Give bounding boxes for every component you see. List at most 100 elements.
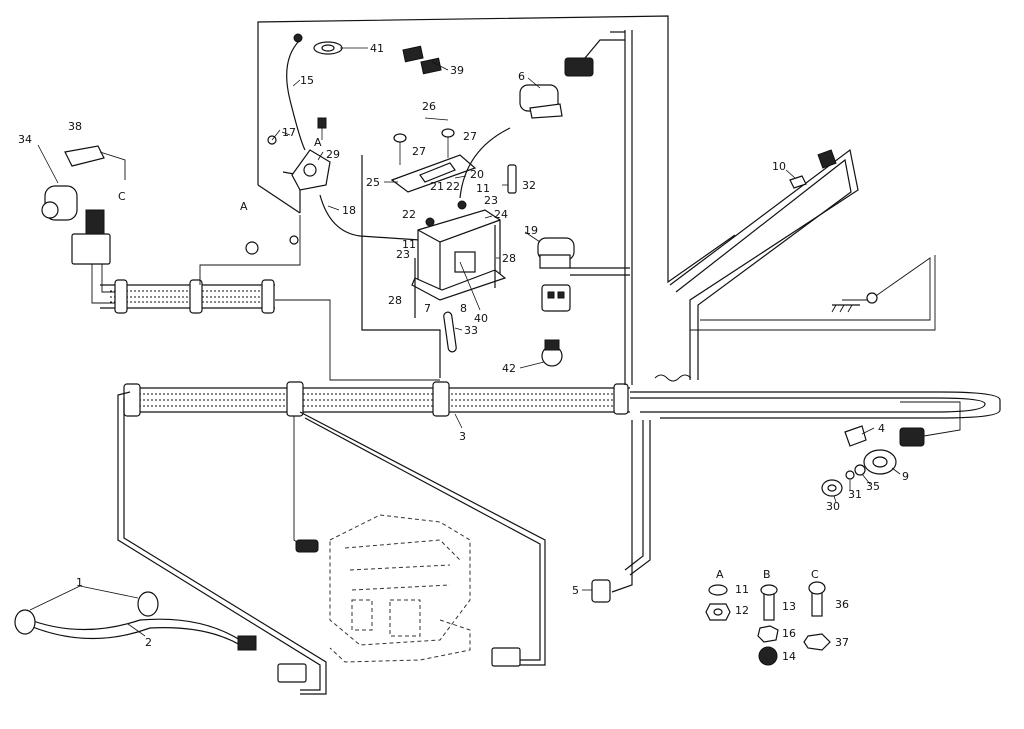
ignition-switch — [821, 425, 925, 497]
hw-part-14: 14 — [782, 650, 796, 663]
callout-a2: A — [240, 200, 248, 213]
harness-clip — [114, 279, 128, 314]
positive-cable — [459, 127, 511, 199]
callout-a1: A — [314, 136, 322, 149]
callout-18: 18 — [342, 204, 356, 217]
callout-1: 1 — [76, 576, 83, 589]
harness-clip — [432, 381, 450, 417]
ignition-coil — [37, 144, 78, 221]
ground-cable — [319, 194, 421, 241]
ground-symbol — [831, 292, 878, 313]
callout-3: 3 — [459, 430, 466, 443]
callout-15: 15 — [300, 74, 314, 87]
frame-bolt — [267, 129, 281, 145]
callout-32: 32 — [522, 179, 536, 192]
harness-clip — [286, 381, 304, 417]
callout-20: 20 — [470, 168, 484, 181]
hw-part-12: 12 — [735, 604, 749, 617]
engine-phantom — [329, 514, 471, 663]
hw-serrated-nut — [758, 646, 778, 666]
hw-part-36: 36 — [835, 598, 849, 611]
hw-star-washer — [757, 625, 779, 643]
cable-eyelet — [289, 235, 299, 245]
headlight-harness — [14, 585, 257, 651]
leader-lines — [127, 47, 901, 637]
connector-block — [277, 539, 521, 683]
hw-lock-washer — [708, 584, 728, 596]
callout-5: 5 — [572, 584, 579, 597]
hw-part-13: 13 — [782, 600, 796, 613]
callout-30: 30 — [826, 500, 840, 513]
hw-letter-a: A — [716, 568, 724, 581]
relay — [537, 237, 575, 269]
callout-8: 8 — [460, 302, 467, 315]
callout-23a: 23 — [484, 194, 498, 207]
coil-bracket — [64, 145, 126, 180]
callout-27a: 27 — [412, 145, 426, 158]
callout-27b: 27 — [463, 130, 477, 143]
hardware-key: A B C 11 12 13 16 14 36 37 — [705, 568, 849, 666]
callout-28b: 28 — [388, 294, 402, 307]
ground-terminal — [789, 149, 837, 189]
harness-clip — [261, 279, 275, 314]
harness-clip — [123, 383, 141, 417]
hw-part-11: 11 — [735, 583, 749, 596]
fuse-holder — [507, 164, 517, 194]
callout-21: 21 — [430, 180, 444, 193]
callout-33: 33 — [464, 324, 478, 337]
rectifier-module — [71, 209, 111, 265]
callout-40: 40 — [474, 312, 488, 325]
callout-23b: 23 — [396, 248, 410, 261]
vent-tube — [443, 311, 457, 353]
callout-4: 4 — [878, 422, 885, 435]
callout-11b: 11 — [402, 238, 416, 251]
callout-29: 29 — [326, 148, 340, 161]
callout-2: 2 — [145, 636, 152, 649]
key-switch — [291, 117, 331, 191]
callout-22a: 22 — [446, 180, 460, 193]
callout-19: 19 — [524, 224, 538, 237]
cable-end — [293, 33, 303, 43]
callout-39: 39 — [450, 64, 464, 77]
callout-10: 10 — [772, 160, 786, 173]
callout-26: 26 — [422, 100, 436, 113]
hw-part-37: 37 — [835, 636, 849, 649]
hw-part-16: 16 — [782, 627, 796, 640]
callouts: 41 39 15 6 26 27 27 17 A 29 25 21 22 20 … — [18, 42, 909, 649]
callout-24: 24 — [494, 208, 508, 221]
callout-41: 41 — [370, 42, 384, 55]
ring-terminal — [245, 241, 259, 255]
harness-clip — [613, 383, 629, 415]
callout-17: 17 — [282, 126, 296, 139]
battery-hold-down — [390, 128, 477, 193]
callout-31: 31 — [848, 488, 862, 501]
callout-38: 38 — [68, 120, 82, 133]
callout-11a: 11 — [476, 182, 490, 195]
plug-connector — [541, 284, 571, 312]
upper-harness — [91, 215, 440, 381]
main-harness — [123, 381, 1001, 441]
fuse-pair — [402, 45, 442, 75]
terminal-grommet — [313, 41, 343, 55]
callout-c1: C — [118, 190, 126, 203]
callout-42: 42 — [502, 362, 516, 375]
harness-clamp — [541, 339, 563, 367]
callout-22b: 22 — [402, 208, 416, 221]
starter-solenoid — [519, 57, 594, 119]
callout-28a: 28 — [502, 252, 516, 265]
callout-35: 35 — [866, 480, 880, 493]
hw-letter-c: C — [811, 568, 819, 581]
wire-runs — [117, 30, 936, 695]
callout-34: 34 — [18, 133, 32, 146]
harness-clip — [189, 279, 203, 314]
callout-6: 6 — [518, 70, 525, 83]
hw-flange-nut — [803, 633, 831, 651]
battery-cable — [286, 39, 306, 151]
callout-7: 7 — [424, 302, 431, 315]
callout-9: 9 — [902, 470, 909, 483]
harness-connector — [591, 579, 611, 603]
hw-letter-b: B — [763, 568, 771, 581]
callout-25: 25 — [366, 176, 380, 189]
